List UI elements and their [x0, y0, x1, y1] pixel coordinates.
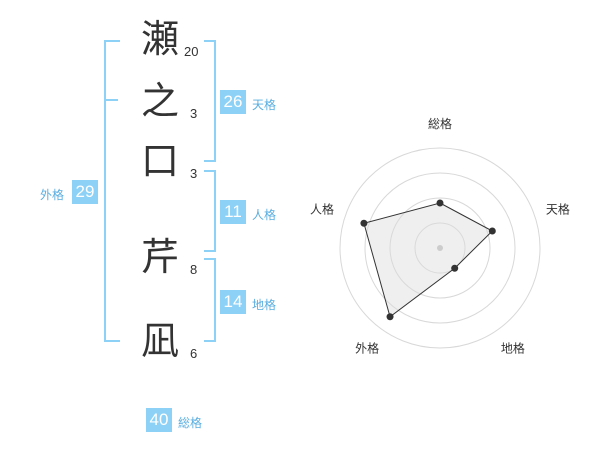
- radar-point-2: [488, 227, 496, 235]
- chikaku-label: 地格: [252, 298, 277, 312]
- radar-ring-3: [364, 172, 516, 324]
- gaikaku-bracket-tick: [104, 99, 118, 101]
- gaikaku-label: 外格: [40, 188, 65, 202]
- stroke-count-4: 8: [190, 262, 198, 277]
- radar-axis-label-2: 天格: [546, 202, 570, 217]
- jinkaku-value: 11: [220, 200, 246, 224]
- radar-point-1: [436, 199, 444, 207]
- radar-area: [363, 202, 494, 318]
- chikaku-bracket: [204, 258, 216, 342]
- stroke-count-1: 20: [184, 44, 199, 59]
- gaikaku-value: 29: [72, 180, 98, 204]
- gaikaku-bracket: [104, 40, 120, 342]
- radar-point-3: [451, 264, 459, 272]
- tenkaku-value: 26: [220, 90, 246, 114]
- radar-axis-label-3: 地格: [501, 340, 525, 355]
- radar-point-4: [386, 313, 394, 321]
- stroke-count-5: 6: [190, 346, 198, 361]
- stroke-count-3: 3: [190, 166, 198, 181]
- radar-ring-1: [414, 222, 466, 274]
- jinkaku-label: 人格: [252, 208, 277, 222]
- name-char-2: 之: [140, 79, 179, 123]
- jinkaku-bracket: [204, 170, 216, 252]
- radar-ring-4: [339, 147, 541, 349]
- chikaku-value: 14: [220, 290, 246, 314]
- name-char-4: 芹: [140, 235, 179, 279]
- radar-axis-label-4: 外格: [355, 340, 379, 355]
- stroke-count-2: 3: [190, 106, 198, 121]
- soukaku-label: 総格: [178, 416, 203, 430]
- soukaku-value: 40: [146, 408, 172, 432]
- radar-axis-label-5: 人格: [310, 202, 334, 217]
- tenkaku-label: 天格: [252, 98, 277, 112]
- radar-ring-2: [389, 197, 491, 299]
- name-char-1: 瀬: [140, 17, 179, 61]
- name-char-5: 凪: [140, 319, 179, 363]
- tenkaku-bracket: [204, 40, 216, 162]
- name-char-3: 口: [140, 139, 179, 183]
- radar-center-dot: [437, 245, 443, 251]
- radar-axis-label-1: 総格: [428, 116, 452, 131]
- radar-point-5: [360, 219, 368, 227]
